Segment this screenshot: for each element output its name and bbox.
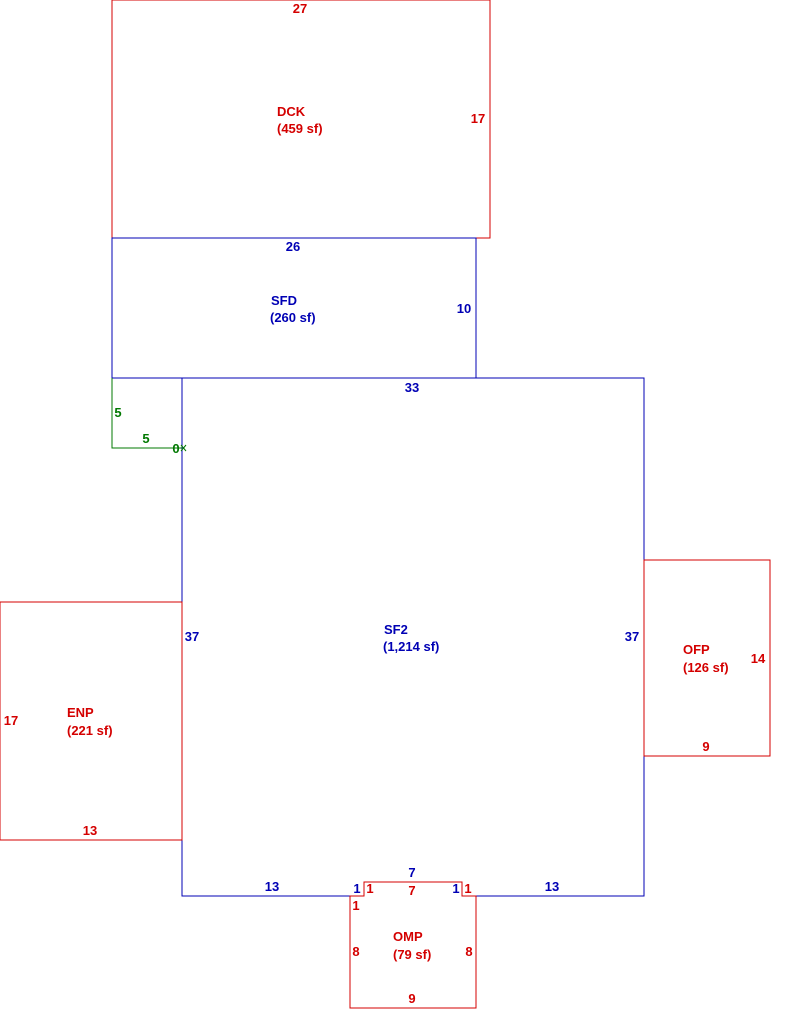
ofp-dim-right: 14 [751, 651, 766, 666]
omp-dim-step-left: 1 [366, 881, 373, 896]
omp-dim-step-right: 1 [464, 881, 471, 896]
dck-outline [111, 0, 491, 239]
enp-name: ENP [67, 705, 94, 720]
omp-dim-step-top: 7 [408, 883, 415, 898]
omp-outline [349, 881, 477, 1009]
sfd-dim-right: 10 [457, 301, 471, 316]
sf2-outline [181, 377, 645, 897]
omp-dim-bottom: 9 [408, 991, 415, 1006]
enp-area: (221 sf) [67, 723, 113, 738]
ofp-name: OFP [683, 642, 710, 657]
sf2-dim-top: 33 [405, 380, 419, 395]
omp-dim-right: 8 [465, 944, 472, 959]
enp-dim-bottom: 13 [83, 823, 97, 838]
omp-name: OMP [393, 929, 423, 944]
notch-dim-vertical: 5 [114, 405, 121, 420]
dck-dim-top: 27 [293, 1, 307, 16]
ofp-area: (126 sf) [683, 660, 729, 675]
dck-name: DCK [277, 104, 306, 119]
sf2-dim-right: 37 [625, 629, 639, 644]
enp-dim-left: 17 [4, 713, 18, 728]
notch-marker-icon [180, 444, 187, 452]
enp-outline [0, 601, 183, 841]
sf2-dim-step-right: 1 [452, 881, 459, 896]
dck-dim-right: 17 [471, 111, 485, 126]
omp-area: (79 sf) [393, 947, 431, 962]
notch-dim-zero: 0 [172, 441, 179, 456]
sf2-dim-step-top: 7 [408, 865, 415, 880]
sfd-dim-top: 26 [286, 239, 300, 254]
notch-dim-horizontal: 5 [142, 431, 149, 446]
ofp-dim-bottom: 9 [702, 739, 709, 754]
sf2-name: SF2 [384, 622, 408, 637]
notch-outline [111, 378, 182, 449]
sfd-name: SFD [271, 293, 297, 308]
sf2-dim-left: 37 [185, 629, 199, 644]
sf2-dim-bottom-left: 13 [265, 879, 279, 894]
sf2-area: (1,214 sf) [383, 639, 439, 654]
sfd-area: (260 sf) [270, 310, 316, 325]
sfd-outline [111, 237, 477, 379]
omp-dim-step-left-vert: 1 [352, 898, 359, 913]
sf2-dim-step-left: 1 [353, 881, 360, 896]
sf2-dim-bottom-right: 13 [545, 879, 559, 894]
dck-area: (459 sf) [277, 121, 323, 136]
omp-dim-left: 8 [352, 944, 359, 959]
ofp-outline [643, 559, 771, 757]
